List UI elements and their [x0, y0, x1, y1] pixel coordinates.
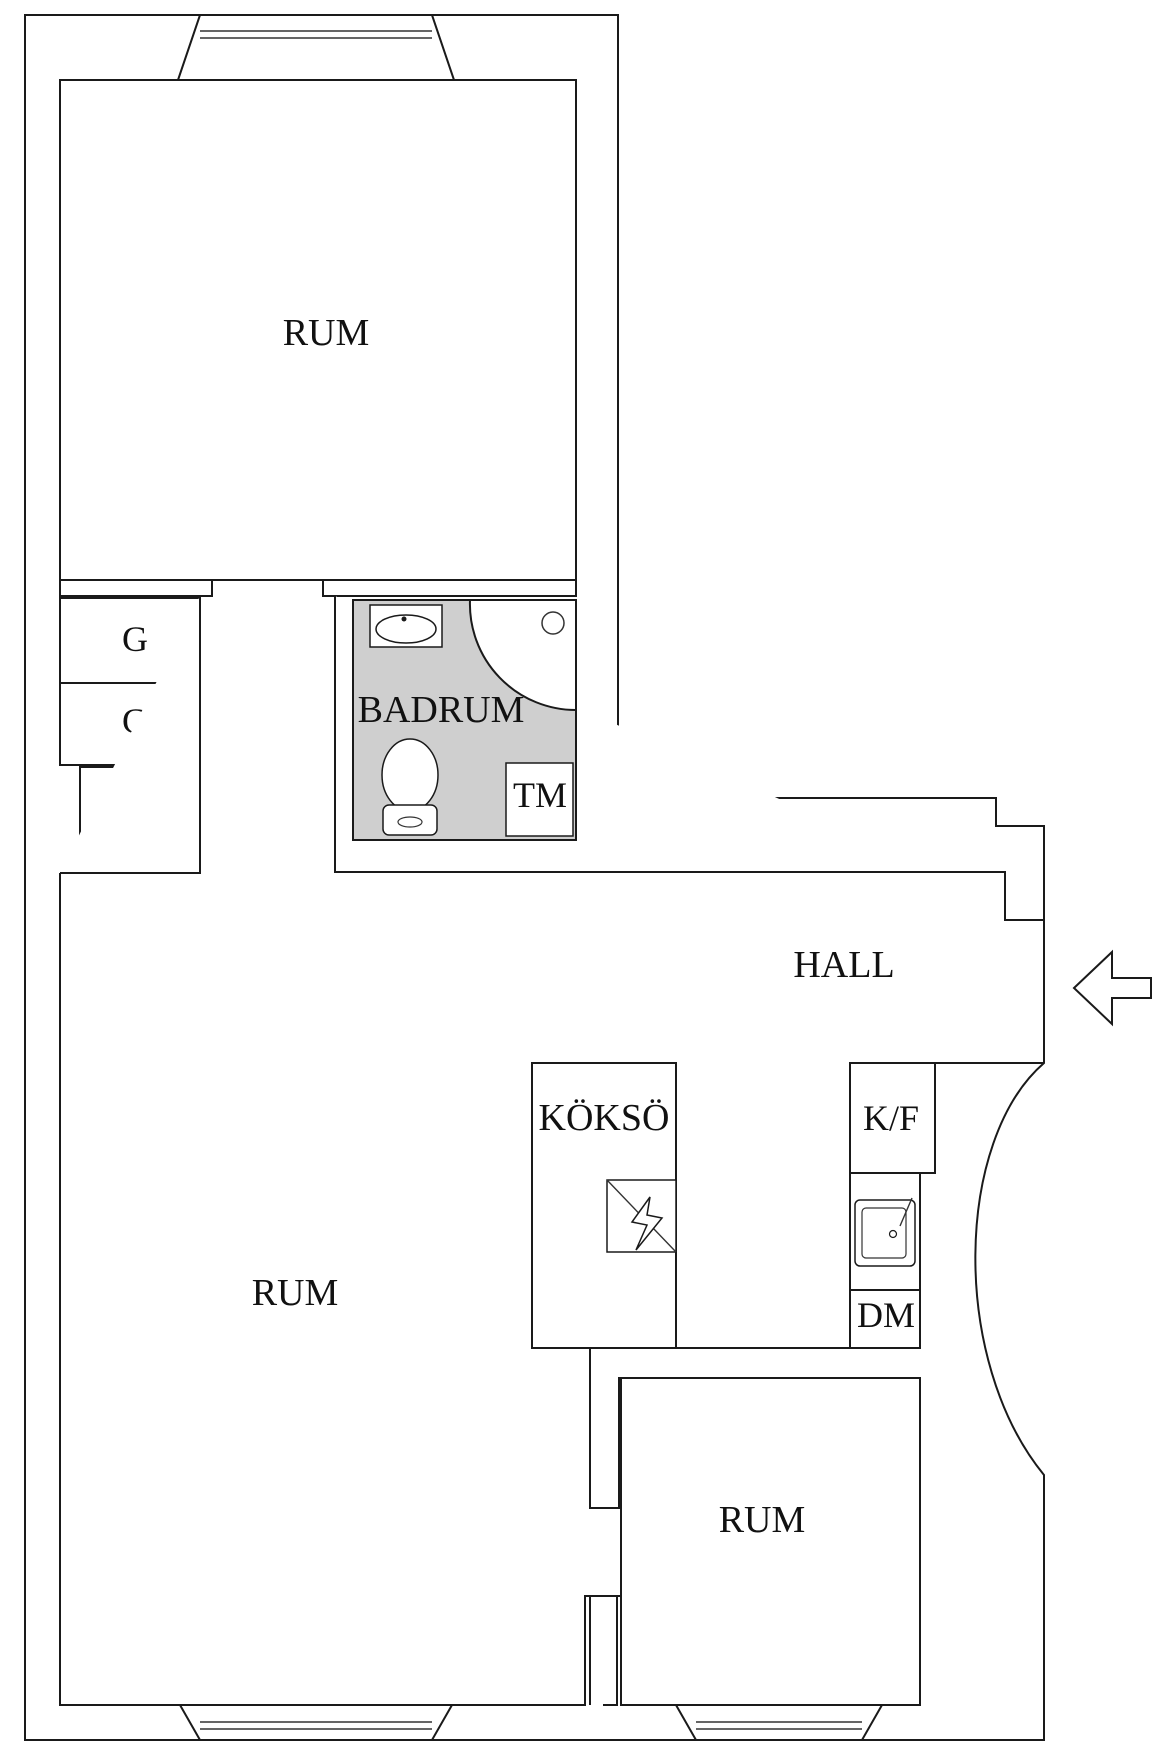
room-rum-bottom — [620, 1377, 921, 1706]
stove-icon — [606, 1179, 677, 1253]
room-badrum-label: BADRUM — [358, 689, 525, 731]
window-bottom-right — [674, 1704, 884, 1741]
toilet-icon — [381, 738, 439, 836]
kitchen-sink-icon — [854, 1197, 916, 1267]
fixture-tm-label: TM — [513, 775, 567, 815]
wall-stub-left — [59, 579, 213, 597]
room-rum-top-label: RUM — [283, 312, 370, 354]
closet-g1-label: G — [122, 619, 148, 659]
fixture-dm-label: DM — [857, 1295, 915, 1335]
fixture-kf-label: K/F — [863, 1098, 919, 1138]
window-bottom-left — [178, 1704, 454, 1741]
shower-drain — [541, 611, 565, 635]
room-hall-label: HALL — [793, 944, 894, 986]
window-top — [177, 14, 455, 81]
fixture-tm — [505, 762, 574, 837]
room-rum-bottom-label: RUM — [719, 1499, 806, 1541]
entrance-arrow-icon[interactable] — [1072, 949, 1152, 1027]
room-rum-left-label: RUM — [252, 1272, 339, 1314]
room-rum-left — [59, 873, 618, 1706]
corridor-wall — [60, 596, 201, 874]
kitchen-island-label: KÖKSÖ — [539, 1097, 670, 1139]
wall-stub-right — [322, 579, 577, 597]
fixture-kf — [849, 1062, 936, 1174]
room-rum-top — [59, 79, 577, 581]
sink-icon — [369, 604, 443, 648]
